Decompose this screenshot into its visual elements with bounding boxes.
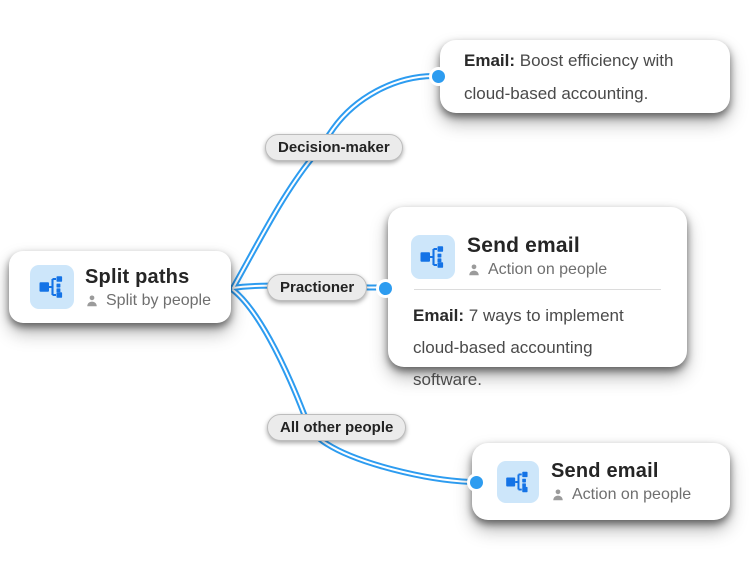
email-text: Boost efficiency with cloud-based accoun… [464,50,674,103]
branch-label-decision-maker[interactable]: Decision-maker [265,134,403,161]
branch-label-practioner[interactable]: Practioner [267,274,368,301]
split-paths-icon [30,265,74,309]
send-email-subtitle: Action on people [572,486,692,503]
send-email-texts: Send email Action on people [467,234,607,279]
card-divider [414,289,661,290]
connection-dot-all-other-people[interactable] [466,472,486,492]
send-email-title: Send email [467,234,580,257]
person-icon [87,294,97,306]
send-email-icon [411,234,455,279]
email-label: Email: [413,306,465,325]
split-paths-subtitle: Split by people [106,291,211,309]
split-paths-texts: Split paths Split by people [85,265,211,310]
connection-dot-practioner[interactable] [375,278,395,298]
split-paths-title: Split paths [85,265,190,288]
branch-label-all-other-people[interactable]: All other people [267,414,407,441]
send-email-icon [497,460,539,503]
send-email-texts: Send email Action on people [551,459,691,504]
practioner-send-email-card[interactable]: Send email Action on people Email: 7 way… [388,207,687,389]
email-label: Email: [464,50,516,70]
send-email-title: Send email [551,460,659,482]
decision-maker-email-card[interactable]: Email: Boost efficiency with cloud-based… [440,40,730,113]
send-email-subtitle: Action on people [488,261,608,278]
all-other-send-email-card[interactable]: Send email Action on people [472,443,730,520]
connection-dot-decision-maker[interactable] [428,66,448,86]
split-paths-node[interactable]: Split paths Split by people [9,251,231,323]
email-text: 7 ways to implement cloud-based accounti… [413,306,624,389]
person-icon [553,489,563,501]
person-icon [469,264,479,276]
